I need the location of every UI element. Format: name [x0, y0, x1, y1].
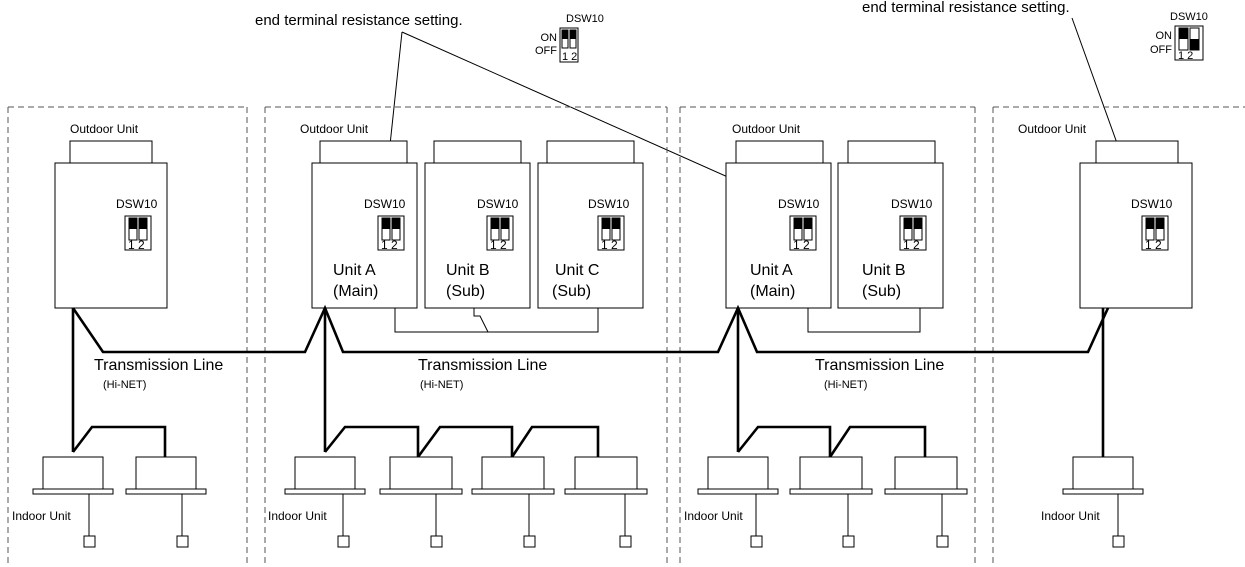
dsw-pins: 1 2 [490, 238, 507, 252]
unit-name: Unit A [333, 262, 376, 279]
legend-left-knob-1 [562, 30, 568, 39]
indoor-unit-3-2 [789, 456, 873, 548]
outdoor-unit-label-2: Outdoor Unit [300, 122, 369, 136]
unit-role: (Sub) [862, 283, 901, 300]
indoor-unit-label-4: Indoor Unit [1041, 509, 1100, 523]
indoor-unit-1-1 [32, 456, 114, 548]
indoor-unit-2-4 [564, 456, 648, 548]
indoor-wiring [71, 308, 1105, 458]
indoor-unit-4-1 [1062, 456, 1144, 548]
dsw-pins: 1 2 [903, 238, 920, 252]
legend-right: DSW10 ON OFF 1 2 [1150, 11, 1208, 62]
legend-right-pins: 1 2 [1178, 50, 1193, 62]
transmission-line-label-1: Transmission Line [94, 357, 223, 374]
system-boundaries [7, 106, 1245, 567]
transmission-line-label-2: Transmission Line [418, 357, 547, 374]
dsw-pins: 1 2 [793, 238, 810, 252]
dsw-label: DSW10 [778, 197, 820, 211]
indoor-unit-2-2 [379, 456, 463, 548]
indoor-unit-1-2 [125, 456, 207, 548]
outdoor-unit-2a: DSW10 1 2 Unit A (Main) [311, 140, 418, 309]
outdoor-unit-3b: DSW10 1 2 Unit B (Sub) [837, 140, 944, 309]
legend-right-off-label: OFF [1150, 44, 1172, 56]
dsw-pins: 1 2 [128, 238, 145, 252]
dsw-label: DSW10 [364, 197, 406, 211]
outdoor-unit-label-4: Outdoor Unit [1018, 122, 1087, 136]
legend-right-knob-1 [1179, 28, 1188, 39]
unit-name: Unit C [555, 262, 599, 279]
unit-role: (Main) [333, 283, 378, 300]
outdoor-unit-1: DSW10 1 2 [54, 140, 168, 309]
dsw-label: DSW10 [116, 197, 158, 211]
indoor-unit-label-1: Indoor Unit [12, 509, 71, 523]
dsw-pins: 1 2 [1145, 238, 1162, 252]
unit-name: Unit A [750, 262, 793, 279]
unit-role: (Main) [750, 283, 795, 300]
legend-left-knob-2 [570, 30, 576, 39]
inter-unit-wiring [394, 308, 921, 333]
hinet-label-2: (Hi-NET) [420, 379, 463, 391]
hinet-label-1: (Hi-NET) [103, 379, 146, 391]
unit-name: Unit B [862, 262, 906, 279]
dsw-label: DSW10 [891, 197, 933, 211]
callout-right-text: end terminal resistance setting. [862, 0, 1070, 16]
indoor-unit-3-3 [884, 456, 968, 548]
outdoor-unit-3a: DSW10 1 2 Unit A (Main) [725, 140, 832, 309]
legend-left-off-label: OFF [535, 45, 557, 57]
dsw-pins: 1 2 [601, 238, 618, 252]
dsw-label: DSW10 [588, 197, 630, 211]
hinet-label-3: (Hi-NET) [824, 379, 867, 391]
legend-left-switch-name: DSW10 [566, 13, 604, 25]
outdoor-unit-2c: DSW10 1 2 Unit C (Sub) [537, 140, 644, 309]
indoor-unit-label-3: Indoor Unit [684, 509, 743, 523]
indoor-unit-2-1 [284, 456, 366, 548]
outdoor-unit-2b: DSW10 1 2 Unit B (Sub) [424, 140, 531, 309]
legend-right-knob-2 [1190, 39, 1199, 50]
dsw-label: DSW10 [477, 197, 519, 211]
outdoor-unit-label-3: Outdoor Unit [732, 122, 801, 136]
outdoor-unit-label-1: Outdoor Unit [70, 122, 139, 136]
unit-name: Unit B [446, 262, 490, 279]
legend-right-switch-name: DSW10 [1170, 11, 1208, 23]
unit-role: (Sub) [552, 283, 591, 300]
callout-left-text: end terminal resistance setting. [255, 12, 463, 29]
transmission-line [71, 304, 1110, 354]
legend-left-on-label: ON [541, 32, 558, 44]
legend-right-on-label: ON [1156, 30, 1173, 42]
legend-left-pins: 1 2 [562, 51, 577, 63]
outdoor-unit-4: DSW10 1 2 [1079, 140, 1193, 309]
indoor-unit-label-2: Indoor Unit [268, 509, 327, 523]
legend-left: DSW10 ON OFF 1 2 [535, 13, 604, 63]
transmission-line-label-3: Transmission Line [815, 357, 944, 374]
dsw-pins: 1 2 [381, 238, 398, 252]
indoor-unit-2-3 [471, 456, 555, 548]
indoor-unit-3-1 [697, 456, 779, 548]
dsw-label: DSW10 [1131, 197, 1173, 211]
unit-role: (Sub) [446, 283, 485, 300]
